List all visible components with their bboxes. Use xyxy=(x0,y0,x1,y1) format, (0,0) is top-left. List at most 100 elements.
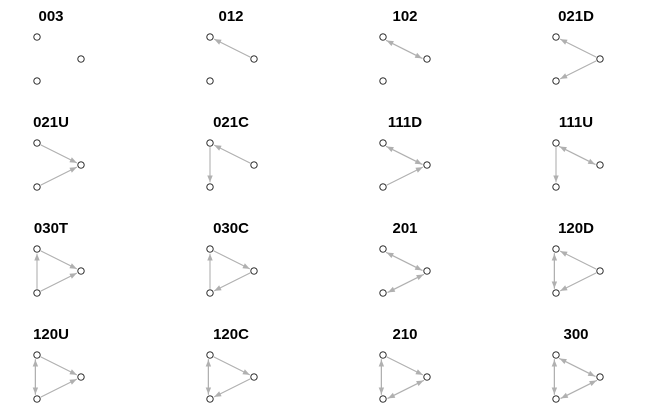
node-b xyxy=(552,289,560,297)
node-c xyxy=(77,267,85,275)
node-a xyxy=(206,351,214,359)
node-b xyxy=(206,77,214,85)
triad-021d: 021D xyxy=(552,8,604,85)
triad-label: 111D xyxy=(388,114,422,131)
triad-label: 021C xyxy=(213,114,249,131)
triad-120c: 120C xyxy=(205,326,258,403)
edge-b-to-c xyxy=(40,272,78,292)
node-c xyxy=(77,161,85,169)
node-b xyxy=(33,289,41,297)
triad-label: 111U xyxy=(559,114,593,131)
node-c xyxy=(77,373,85,381)
triad-111u: 111U xyxy=(552,114,604,191)
triad-label: 120C xyxy=(213,326,249,343)
node-a xyxy=(206,245,214,253)
edge-a-to-c xyxy=(213,356,251,376)
edge-c-to-b xyxy=(559,60,597,80)
node-b xyxy=(33,395,41,403)
edge-c-to-a xyxy=(213,38,251,58)
node-a xyxy=(552,351,560,359)
triad-300: 300 xyxy=(551,326,604,403)
node-c xyxy=(596,161,604,169)
triad-label: 030T xyxy=(34,220,68,237)
node-b xyxy=(379,289,387,297)
triad-label: 300 xyxy=(563,326,588,343)
triad-label: 021D xyxy=(558,8,594,25)
triad-021u: 021U xyxy=(33,114,85,191)
edge-a-to-c xyxy=(40,250,78,270)
triad-120d: 120D xyxy=(551,220,604,297)
edge-a-to-c xyxy=(386,356,424,376)
edge-c-to-a xyxy=(386,146,423,166)
node-c xyxy=(596,373,604,381)
node-b xyxy=(552,77,560,85)
edge-b-to-c xyxy=(40,378,78,398)
edge-c-to-a xyxy=(386,252,423,272)
edge-c-to-a xyxy=(559,38,597,58)
edge-c-to-b xyxy=(387,273,425,293)
node-b xyxy=(379,395,387,403)
triad-021c: 021C xyxy=(206,114,258,191)
node-a xyxy=(33,245,41,253)
node-a xyxy=(379,245,387,253)
triad-201: 201 xyxy=(379,220,431,297)
node-b xyxy=(206,183,214,191)
triad-label: 021U xyxy=(33,114,69,131)
edge-b-to-c xyxy=(387,380,424,400)
node-b xyxy=(552,395,560,403)
triad-label: 102 xyxy=(392,8,417,25)
triad-label: 003 xyxy=(38,8,63,25)
triad-label: 210 xyxy=(392,326,417,343)
node-b xyxy=(206,289,214,297)
triad-111d: 111D xyxy=(379,114,431,191)
node-a xyxy=(379,33,387,41)
triad-label: 120U xyxy=(33,326,69,343)
node-a xyxy=(552,139,560,147)
edge-c-to-b xyxy=(560,379,598,399)
triad-label: 030C xyxy=(213,220,249,237)
triad-120u: 120U xyxy=(32,326,85,403)
node-b xyxy=(206,395,214,403)
edge-a-to-c xyxy=(213,250,251,270)
edge-a-to-c xyxy=(40,144,78,164)
node-b xyxy=(33,183,41,191)
triad-label: 012 xyxy=(218,8,243,25)
node-a xyxy=(206,139,214,147)
node-c xyxy=(423,55,431,63)
node-a xyxy=(379,139,387,147)
edge-a-to-c xyxy=(40,356,78,376)
node-c xyxy=(596,267,604,275)
node-b xyxy=(33,77,41,85)
node-a xyxy=(33,33,41,41)
node-a xyxy=(206,33,214,41)
node-c xyxy=(423,161,431,169)
node-c xyxy=(77,55,85,63)
node-c xyxy=(423,267,431,275)
edge-c-to-b xyxy=(559,272,597,292)
node-c xyxy=(250,267,258,275)
edge-b-to-c xyxy=(40,166,78,186)
node-a xyxy=(552,33,560,41)
triad-label: 120D xyxy=(558,220,594,237)
edge-c-to-a xyxy=(559,250,597,270)
node-a xyxy=(552,245,560,253)
node-c xyxy=(250,55,258,63)
edge-c-to-b xyxy=(213,378,251,398)
edge-c-to-a xyxy=(386,40,423,60)
node-c xyxy=(250,161,258,169)
node-b xyxy=(552,183,560,191)
triad-030c: 030C xyxy=(206,220,258,297)
node-c xyxy=(250,373,258,381)
triad-102: 102 xyxy=(379,8,431,85)
node-b xyxy=(379,183,387,191)
triad-label: 201 xyxy=(392,220,417,237)
node-a xyxy=(33,139,41,147)
triad-012: 012 xyxy=(206,8,258,85)
triad-003: 003 xyxy=(33,8,85,85)
triad-030t: 030T xyxy=(33,220,85,297)
node-b xyxy=(379,77,387,85)
edge-c-to-a xyxy=(559,146,596,166)
edge-c-to-b xyxy=(213,272,251,292)
edge-c-to-a xyxy=(559,358,596,378)
